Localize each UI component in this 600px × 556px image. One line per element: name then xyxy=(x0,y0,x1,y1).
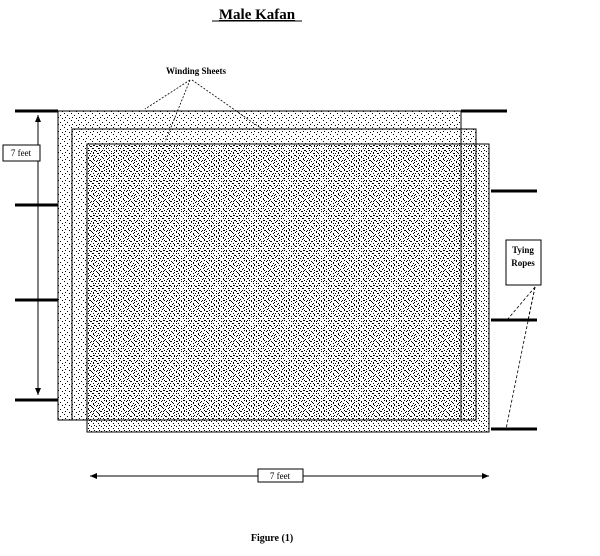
tying-ropes-label-line2: Ropes xyxy=(511,258,535,268)
figure-caption: Figure (1) xyxy=(251,533,293,544)
left-tying-ropes xyxy=(15,109,58,402)
width-label: 7 feet xyxy=(270,471,291,481)
right-tying-ropes xyxy=(461,109,537,431)
tying-ropes-label-box xyxy=(505,239,542,286)
height-label-box xyxy=(2,144,41,162)
winding-sheet-front xyxy=(86,143,490,433)
winding-sheets-leaders xyxy=(144,79,263,143)
title: Male Kafan xyxy=(219,7,296,23)
winding-sheets-label: Winding Sheets xyxy=(166,66,227,76)
tying-ropes-label-line1: Tying xyxy=(512,245,534,255)
tying-ropes-leaders xyxy=(505,286,536,430)
width-label-box xyxy=(257,468,304,483)
height-label: 7 feet xyxy=(11,148,32,158)
